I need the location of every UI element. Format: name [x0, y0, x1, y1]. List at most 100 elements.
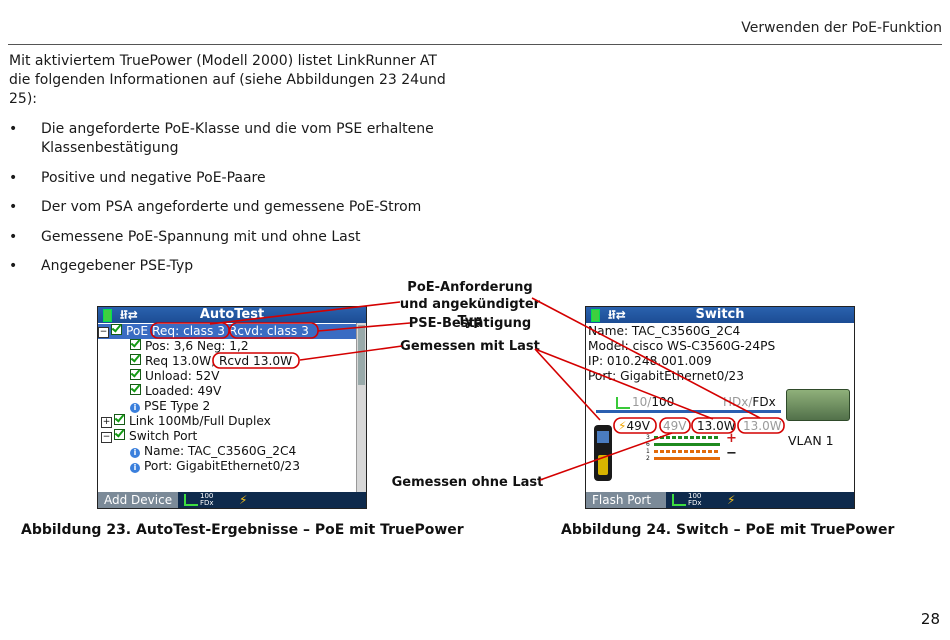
row-text: Port: GigabitEthernet0/23	[144, 459, 300, 473]
highlight-power-measured	[691, 417, 736, 434]
check-icon	[130, 354, 141, 365]
figure-24-caption: Abbildung 24. Switch – PoE mit TruePower	[561, 522, 895, 538]
collapse-icon[interactable]: −	[101, 432, 112, 443]
wire-pair-2	[654, 457, 720, 460]
list-item: Angegebener PSE-Typ	[0, 257, 520, 276]
link-pulse-icon	[672, 494, 686, 506]
highlight-volt-loaded	[613, 417, 657, 434]
row-text: Loaded: 49V	[145, 384, 222, 398]
list-item: Die angeforderte PoE-Klasse und die vom …	[0, 120, 520, 158]
info-icon: i	[130, 403, 140, 413]
info-icon: i	[130, 463, 140, 473]
autotest-title: AutoTest	[199, 307, 265, 322]
wire-pair-3	[654, 436, 720, 439]
highlight-rcvd-class	[229, 322, 319, 339]
row-text: Unload: 52V	[145, 369, 220, 383]
poe-bolt-icon: ⚡	[727, 493, 736, 507]
page-header-title: Verwenden der PoE-Funktion	[741, 20, 942, 36]
list-item: Der vom PSA angeforderte und gemessene P…	[0, 198, 520, 217]
callout-measured-noload: Gemessen ohne Last	[391, 475, 544, 490]
header-divider	[8, 44, 942, 45]
add-device-button[interactable]: Add Device	[98, 492, 178, 508]
check-icon	[111, 324, 122, 335]
tree-row-loaded[interactable]: Loaded: 49V	[98, 384, 221, 399]
row-text: Switch Port	[129, 429, 198, 443]
tree-row-pse-type[interactable]: i PSE Type 2	[98, 399, 210, 414]
wire-pair-1	[654, 450, 720, 453]
check-icon	[130, 339, 141, 350]
tree-row-link[interactable]: + Link 100Mb/Full Duplex	[98, 414, 271, 429]
callout-poe-request: PoE-Anforderung und angekündigter Typ	[399, 280, 541, 329]
switch-title: Switch	[695, 307, 745, 322]
expand-icon[interactable]: +	[101, 417, 112, 428]
row-text: PoE Req: class 3 Rcvd: class 3	[126, 324, 309, 338]
tree-row-pairs[interactable]: Pos: 3,6 Neg: 1,2	[98, 339, 249, 354]
row-text: PSE Type 2	[144, 399, 211, 413]
row-text: Req 13.0W, Rcvd 13.0W	[145, 354, 293, 368]
info-icon: i	[130, 448, 140, 458]
speed-values: 10/100	[632, 395, 675, 409]
tree-row-switch-port[interactable]: − Switch Port	[98, 429, 197, 444]
flash-port-button[interactable]: Flash Port	[586, 492, 666, 508]
poe-bolt-icon: ⚡	[239, 493, 248, 507]
callout-pse-confirm: PSE-Bestätigung	[408, 316, 532, 331]
voltage-loaded: ⚡49V	[618, 419, 650, 433]
tree-row-power[interactable]: Req 13.0W, Rcvd 13.0W	[98, 354, 292, 369]
usb-icon: ⭿⇄	[608, 308, 626, 322]
switch-port: Port: GigabitEthernet0/23	[588, 369, 744, 383]
row-text: Pos: 3,6 Neg: 1,2	[145, 339, 249, 353]
link-pulse-icon	[616, 397, 630, 409]
positive-pair-label: +	[726, 431, 737, 446]
row-text: Link 100Mb/Full Duplex	[129, 414, 271, 428]
power-measured: 13.0W	[697, 419, 736, 433]
battery-icon	[103, 309, 112, 322]
tree-row-poe[interactable]: − PoE Req: class 3 Rcvd: class 3	[98, 324, 356, 339]
tree-row-name[interactable]: i Name: TAC_C3560G_2C4	[98, 444, 296, 459]
usb-icon: ⭿⇄	[120, 308, 138, 322]
switch-screen: ⭿⇄ Switch Name: TAC_C3560G_2C4 Model: ci…	[585, 306, 855, 509]
linkrunner-device-icon	[594, 425, 612, 481]
highlight-req-class	[150, 322, 230, 339]
tree-row-port[interactable]: i Port: GigabitEthernet0/23	[98, 459, 300, 474]
poe-bolt-icon: ⚡	[618, 419, 627, 433]
link-pulse-icon	[184, 494, 198, 506]
collapse-icon[interactable]: −	[98, 327, 109, 338]
check-icon	[130, 369, 141, 380]
wire-pair-6	[654, 443, 720, 446]
link-bar	[596, 410, 781, 413]
scrollbar[interactable]	[356, 323, 366, 492]
network-switch-icon	[786, 389, 850, 421]
switch-name: Name: TAC_C3560G_2C4	[588, 324, 741, 338]
highlight-volt-unloaded	[659, 417, 691, 434]
list-item: Gemessene PoE-Spannung mit und ohne Last	[0, 228, 520, 247]
feature-list: Die angeforderte PoE-Klasse und die vom …	[0, 120, 520, 287]
voltage-unloaded: 49V	[663, 419, 687, 433]
highlight-rcvd-power	[212, 352, 300, 369]
power-requested: 13.0W	[743, 419, 782, 433]
tree-row-unload[interactable]: Unload: 52V	[98, 369, 220, 384]
row-text: Name: TAC_C3560G_2C4	[144, 444, 297, 458]
switch-titlebar: ⭿⇄ Switch	[586, 307, 854, 323]
battery-icon	[591, 309, 600, 322]
switch-ip: IP: 010.248.001.009	[588, 354, 712, 368]
list-item: Positive und negative PoE-Paare	[0, 169, 520, 188]
autotest-screen: ⭿⇄ AutoTest − PoE Req: class 3 Rcvd: clas…	[97, 306, 367, 509]
vlan-label: VLAN 1	[788, 433, 834, 448]
negative-pair-label: −	[726, 446, 737, 461]
callout-measured-load: Gemessen mit Last	[400, 339, 540, 354]
figure-23-caption: Abbildung 23. AutoTest-Ergebnisse – PoE …	[21, 522, 464, 538]
highlight-power-requested	[737, 417, 785, 434]
intro-paragraph: Mit aktiviertem TruePower (Modell 2000) …	[9, 53, 446, 107]
switch-model: Model: cisco WS-C3560G-24PS	[588, 339, 776, 353]
page-number: 28	[920, 610, 940, 628]
autotest-titlebar: ⭿⇄ AutoTest	[98, 307, 366, 323]
check-icon	[130, 384, 141, 395]
duplex-values: HDx/FDx	[723, 395, 776, 409]
check-icon	[114, 429, 125, 440]
